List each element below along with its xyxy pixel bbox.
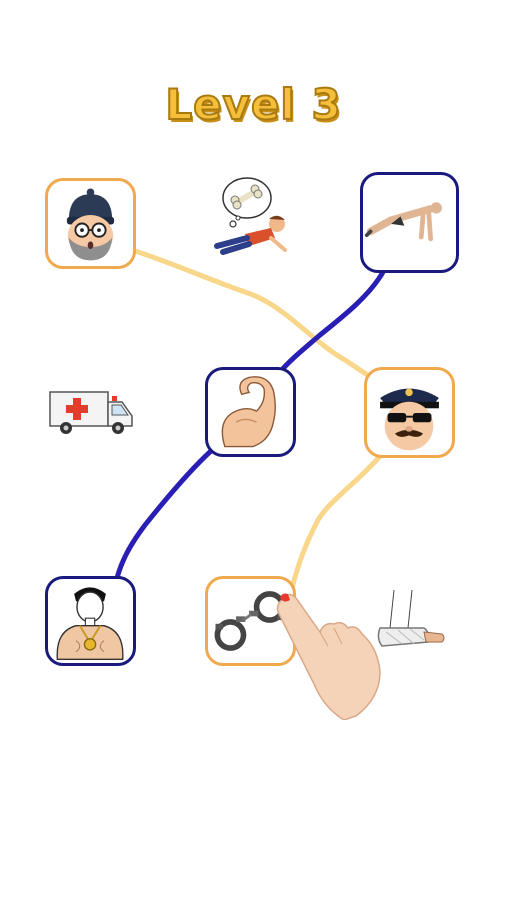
leg-in-cast-icon bbox=[377, 589, 445, 647]
police-officer-face-icon bbox=[380, 388, 439, 451]
athlete-medal-icon bbox=[56, 587, 124, 660]
level-title: Level 3 bbox=[164, 79, 342, 130]
item-ambulance[interactable] bbox=[46, 384, 136, 438]
ambulance-icon bbox=[49, 391, 133, 434]
thief-face-icon bbox=[66, 188, 115, 261]
card-police[interactable] bbox=[364, 367, 455, 458]
pointing-hand-icon bbox=[276, 593, 381, 720]
item-cast-leg[interactable] bbox=[372, 588, 448, 660]
line-police-handcuffs bbox=[289, 453, 383, 591]
pushup-man-icon bbox=[364, 202, 442, 242]
card-athlete[interactable] bbox=[45, 576, 136, 666]
hint-hand bbox=[272, 588, 384, 720]
card-handcuffs[interactable] bbox=[205, 576, 296, 666]
card-biceps[interactable] bbox=[205, 367, 296, 457]
line-thief-police bbox=[129, 247, 375, 381]
line-pushup-biceps bbox=[277, 269, 386, 375]
fallen-man-bone-thought-icon bbox=[214, 177, 287, 255]
card-thief[interactable] bbox=[45, 178, 136, 269]
line-biceps-athlete bbox=[114, 447, 215, 581]
flexed-biceps-icon bbox=[221, 376, 276, 448]
card-pushup[interactable] bbox=[360, 172, 459, 273]
item-broken-bone-fall[interactable] bbox=[205, 172, 295, 264]
